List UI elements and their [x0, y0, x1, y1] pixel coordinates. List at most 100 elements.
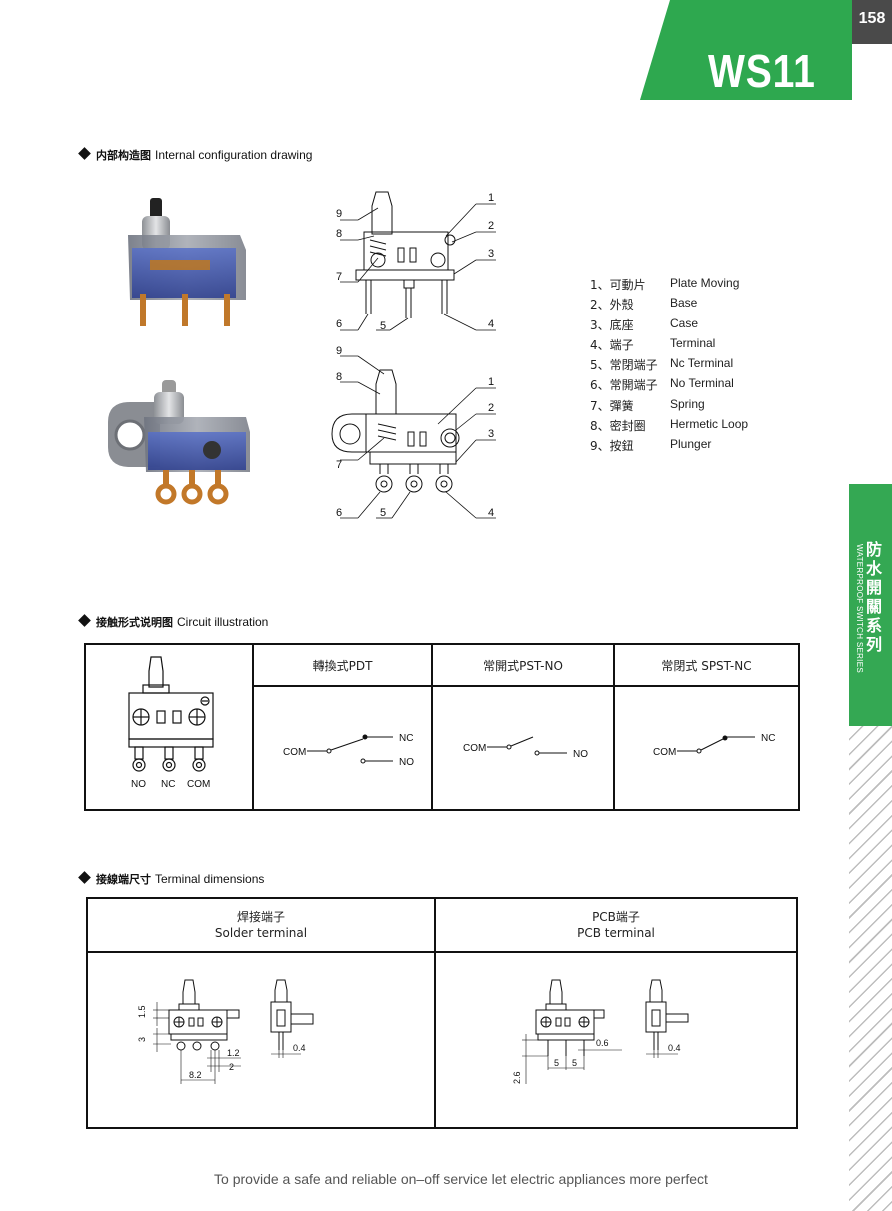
side-char: 防: [865, 540, 882, 559]
solder-terminal-drawing-cell: 1.5 3 1.2 2 8.2 0.4: [86, 951, 436, 1129]
legend-en: Hermetic Loop: [670, 417, 749, 431]
legend-num: 7、彈簧: [590, 399, 634, 413]
legend-num: 3、底座: [590, 318, 634, 332]
callout-number: 1: [488, 192, 494, 204]
legend-num: 5、常閉端子: [590, 358, 658, 372]
legend-num: 4、端子: [590, 338, 634, 352]
legend-num: 1、可動片: [590, 278, 646, 292]
dim-label: 0.4: [293, 1043, 306, 1053]
side-char: 水: [865, 559, 882, 578]
com-label: COM: [653, 747, 676, 758]
circuit-symbol-nc: COM NC: [653, 733, 775, 758]
legend-en: Plate Moving: [670, 276, 740, 290]
legend-num: 2、外殼: [590, 298, 634, 312]
terminal-table: 焊接端子 Solder terminal PCB端子 PCB terminal: [86, 897, 798, 1129]
product-photo-straight: [128, 198, 246, 326]
circuit-symbol-pdt: COM NC NO: [283, 733, 414, 768]
side-char: 關: [865, 597, 882, 616]
com-label: COM: [283, 747, 306, 758]
section-title-terminal: 接線端尺寸 Terminal dimensions: [78, 871, 265, 887]
callout-number: 4: [488, 318, 494, 330]
dim-label: 2: [229, 1062, 234, 1072]
callout-number: 5: [380, 320, 386, 332]
section-title-internal: 内部构造图 Internal configuration drawing: [78, 147, 313, 163]
no-label: NO: [399, 757, 414, 768]
solder-terminal-drawing: 1.5 3 1.2 2 8.2 0.4: [137, 979, 314, 1084]
section-title-cn: 接触形式说明图: [96, 616, 173, 629]
pcb-terminal-drawing-cell: 2.6 0.6 5 5 0.4: [434, 951, 798, 1129]
callout-number: 7: [336, 459, 342, 471]
dim-label: 0.4: [668, 1043, 681, 1053]
header-green-band: [640, 0, 852, 100]
legend-en: Spring: [670, 397, 705, 411]
callout-number: 6: [336, 318, 342, 330]
legend-en: No Terminal: [670, 376, 734, 390]
internal-drawing-straight: 9 8 7 1 2 3 6 5 4: [336, 191, 496, 332]
pin-label: NO: [131, 779, 146, 790]
callout-number: 9: [336, 208, 342, 220]
callout-number: 4: [488, 507, 494, 519]
dim-label: 0.6: [596, 1038, 609, 1048]
legend-en: Case: [670, 316, 699, 330]
circuit-diagram-no: COM NO: [431, 685, 615, 811]
nc-label: NC: [761, 733, 775, 744]
solder-terminal-header: 焊接端子 Solder terminal: [86, 897, 436, 953]
callout-number: 1: [488, 376, 494, 388]
circuit-col-header-nc: 常閉式 SPST-NC: [613, 643, 800, 687]
section-title-en: Internal configuration drawing: [155, 148, 313, 162]
circuit-switch-cell: NO NC COM: [84, 643, 254, 811]
side-hatch-decoration: [849, 726, 892, 1211]
dim-label: 5: [554, 1058, 559, 1068]
circuit-diagram-nc: COM NC: [613, 685, 800, 811]
com-label: COM: [463, 743, 486, 754]
side-char: 列: [865, 635, 882, 654]
pcb-terminal-drawing: 2.6 0.6 5 5 0.4: [512, 979, 689, 1084]
section-title-cn: 接線端尺寸: [96, 873, 151, 886]
diamond-bullet-icon: [78, 614, 91, 627]
callout-number: 5: [380, 507, 386, 519]
section-title-en: Terminal dimensions: [155, 872, 265, 886]
callout-number: 8: [336, 371, 342, 383]
legend-num: 6、常開端子: [590, 378, 658, 392]
nc-label: NC: [399, 733, 413, 744]
diamond-bullet-icon: [78, 147, 91, 160]
legend-en: Base: [670, 296, 698, 310]
dim-label: 8.2: [189, 1070, 202, 1080]
pin-label: NC: [161, 779, 175, 790]
pcb-header-en: PCB terminal: [577, 926, 655, 940]
callout-number: 6: [336, 507, 342, 519]
pcb-terminal-header: PCB端子 PCB terminal: [434, 897, 798, 953]
page-number: 158: [858, 10, 886, 27]
circuit-col-header-pdt: 轉換式PDT: [252, 643, 433, 687]
callout-number: 3: [488, 428, 494, 440]
callout-number: 2: [488, 402, 494, 414]
section-title-circuit: 接触形式说明图 Circuit illustration: [78, 614, 269, 630]
footer-slogan: To provide a safe and reliable on–off se…: [214, 1171, 708, 1187]
no-label: NO: [573, 749, 588, 760]
series-side-title-en: WATERPROOF SWITCH SERIES: [855, 544, 864, 673]
internal-drawing-loop: 9 8 7 1 2 3 6 5 4: [331, 345, 496, 519]
product-photo-loop: [108, 380, 250, 505]
circuit-symbol-no: COM NO: [463, 736, 588, 760]
section-title-cn: 内部构造图: [96, 149, 151, 162]
circuit-diagram-pdt: COM NC NO: [252, 685, 433, 811]
callout-number: 3: [488, 248, 494, 260]
side-char: 系: [865, 616, 882, 635]
dim-label: 5: [572, 1058, 577, 1068]
section-title-en: Circuit illustration: [177, 615, 269, 629]
diamond-bullet-icon: [78, 871, 91, 884]
circuit-col-header-no: 常開式PST-NO: [431, 643, 615, 687]
legend-num: 8、密封圈: [590, 419, 646, 433]
side-char: 開: [865, 578, 882, 597]
dim-label: 1.2: [227, 1048, 240, 1058]
callout-number: 7: [336, 271, 342, 283]
dim-label: 1.5: [137, 1005, 147, 1018]
legend-en: Terminal: [670, 336, 716, 350]
callout-number: 2: [488, 220, 494, 232]
series-side-tab: [849, 484, 892, 726]
model-title: WS11: [708, 45, 816, 97]
legend-en: Plunger: [670, 437, 712, 451]
pin-label: COM: [187, 779, 210, 790]
callout-number: 8: [336, 228, 342, 240]
circuit-table: NO NC COM 轉換式PDT 常開式PST-NO 常閉式 SPST-NC: [84, 643, 800, 811]
